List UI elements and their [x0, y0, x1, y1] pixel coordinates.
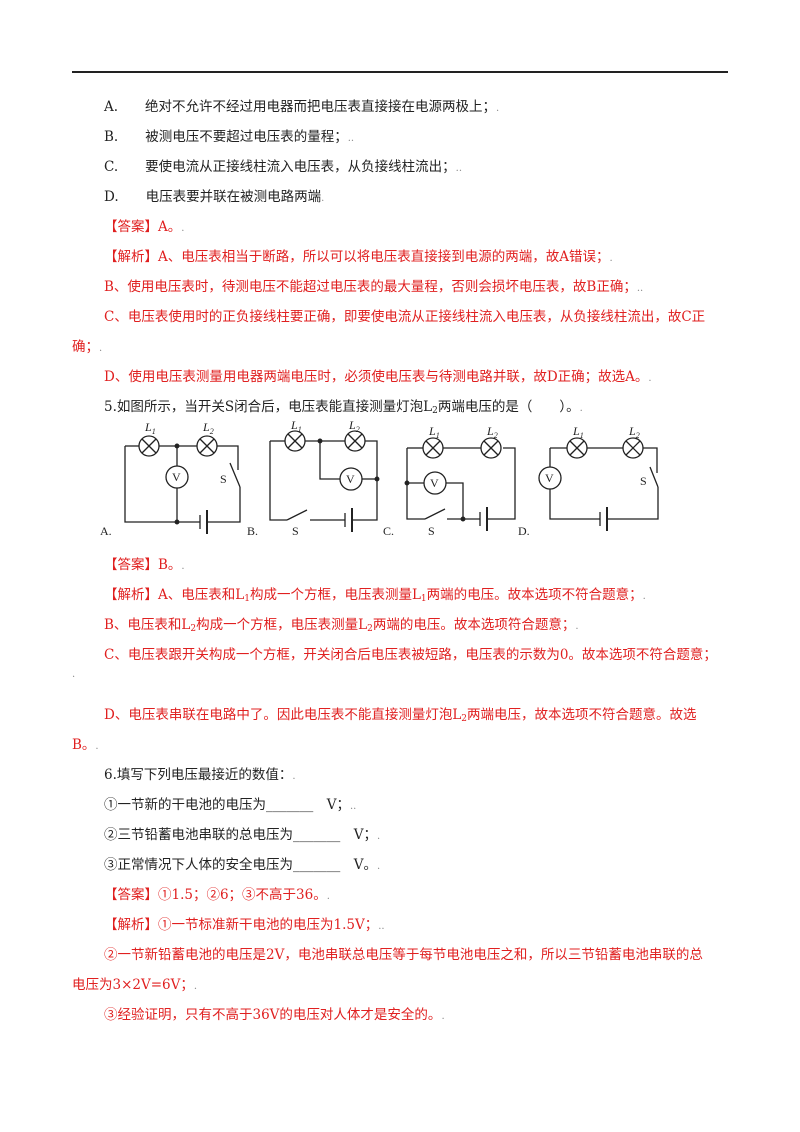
q5-circuit-diagrams: L1 L2 V S A. L1 L2 V S B.: [95, 415, 735, 540]
q4-option-d: D. 电压表要并联在被测电路两端.: [104, 189, 325, 205]
q5-analysis-d-cont: B。.: [72, 737, 99, 753]
circuit-d-switch-label: S: [640, 474, 647, 488]
q6-stem: 6.填写下列电压最接近的数值：.: [104, 767, 296, 783]
circuit-b-option-label: B.: [247, 524, 258, 538]
q4-answer: 【答案】A。.: [104, 219, 185, 235]
circuit-b-l1-label: L1: [290, 418, 302, 434]
q5-stem: 5.如图所示，当开关S闭合后，电压表能直接测量灯泡L2两端电压的是（ ）。.: [104, 399, 583, 416]
q4-analysis-1: 【解析】A、电压表相当于断路，所以可以将电压表直接接到电源的两端，故A错误；.: [104, 249, 613, 265]
circuit-c-switch-label: S: [428, 524, 435, 538]
header-rule: [72, 71, 728, 73]
circuit-c-l2-label: L2: [486, 424, 498, 440]
circuit-d-option-label: D.: [518, 524, 530, 538]
circuit-d-l1-label: L1: [572, 424, 584, 440]
q5-answer: 【答案】B。.: [104, 557, 185, 573]
q6-item-2: ②三节铅蓄电池串联的总电压为_______ V；.: [104, 827, 381, 843]
q5-analysis-b: B、电压表和L2构成一个方框，电压表测量L2两端的电压。故本选项符合题意；.: [104, 617, 579, 634]
q4-option-c: C. 要使电流从正接线柱流入电压表，从负接线柱流出；..: [104, 159, 462, 175]
q4-option-b: B. 被测电压不要超过电压表的量程；..: [104, 129, 355, 145]
q5-analysis-c: C、电压表跟开关构成一个方框，开关闭合后电压表被短路，电压表的示数为0。故本选项…: [104, 647, 717, 663]
q6-analysis-1: 【解析】①一节标准新干电池的电压为1.5V；..: [104, 917, 385, 933]
circuit-c-voltmeter-label: V: [430, 476, 439, 490]
q5-analysis-a: 【解析】A、电压表和L1构成一个方框，电压表测量L1两端的电压。故本选项不符合题…: [104, 587, 646, 604]
circuit-c: [404, 437, 516, 531]
circuit-b-voltmeter-label: V: [346, 472, 355, 486]
circuit-c-option-label: C.: [383, 524, 394, 538]
q6-analysis-2-cont: 电压为3×2V=6V；.: [72, 977, 198, 993]
q4-analysis-4: D、使用电压表测量用电器两端电压时，必须使电压表与待测电路并联，故D正确；故选A…: [104, 369, 652, 385]
circuit-a-l2-label: L2: [202, 420, 214, 436]
q6-item-1: ①一节新的干电池的电压为_______ V；..: [104, 797, 357, 813]
q4-analysis-3: C、电压表使用时的正负接线柱要正确，即要使电流从正接线柱流入电压表，从负接线柱流…: [104, 309, 706, 325]
circuit-d-l2-label: L2: [628, 424, 640, 440]
circuit-a-voltmeter-label: V: [172, 470, 181, 484]
q5-analysis-d: D、电压表串联在电路中了。因此电压表不能直接测量灯泡L2两端电压，故本选项不符合…: [104, 707, 697, 724]
q4-analysis-2: B、使用电压表时，待测电压不能超过电压表的最大量程，否则会损坏电压表，故B正确；…: [104, 279, 644, 295]
circuit-d: [538, 437, 659, 531]
circuit-b: [269, 430, 380, 532]
q6-answer: 【答案】①1.5；②6；③不高于36。.: [104, 887, 330, 903]
circuit-a-switch-label: S: [220, 472, 227, 486]
q4-option-a: A. 绝对不允许不经过用电器而把电压表直接接在电源两极上；.: [104, 99, 500, 115]
circuit-b-switch-label: S: [292, 524, 299, 538]
q6-item-3: ③正常情况下人体的安全电压为_______ V。.: [104, 857, 381, 873]
circuit-a: [124, 435, 241, 534]
q6-analysis-2: ②一节新铅蓄电池的电压是2V，电池串联总电压等于每节电池电压之和，所以三节铅蓄电…: [104, 947, 703, 963]
circuit-a-option-label: A.: [100, 524, 112, 538]
circuit-a-l1-label: L1: [144, 420, 156, 436]
q5-paragraph-mark: .: [72, 669, 76, 680]
circuit-d-voltmeter-label: V: [545, 471, 554, 485]
q4-analysis-3b: 确；.: [72, 339, 103, 355]
circuit-b-l2-label: L2: [348, 418, 360, 434]
q6-analysis-3: ③经验证明，只有不高于36V的电压对人体才是安全的。.: [104, 1007, 445, 1023]
circuit-c-l1-label: L1: [428, 424, 440, 440]
